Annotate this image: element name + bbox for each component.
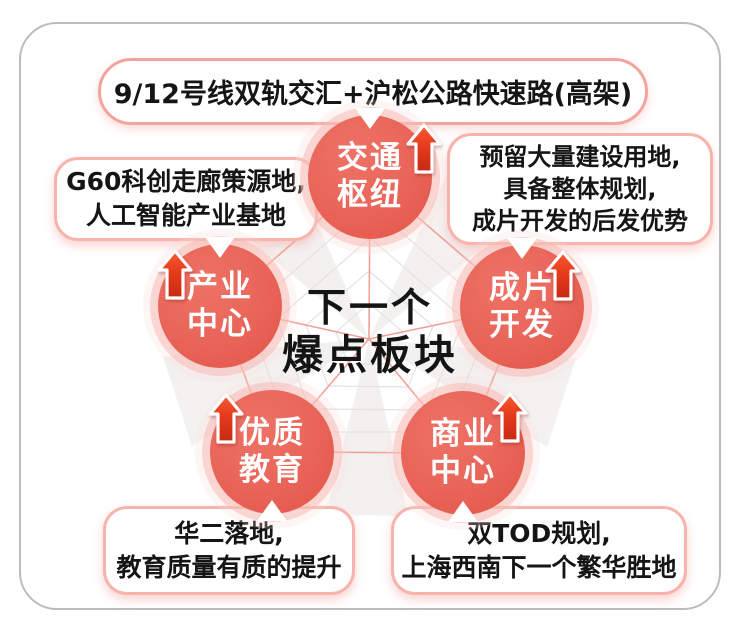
up-arrow-icon bbox=[406, 123, 442, 174]
up-arrow-icon bbox=[208, 393, 244, 444]
callout-industry-line: 人工智能产业基地 bbox=[85, 201, 286, 230]
callout-commerce-line: 双TOD规划, bbox=[467, 518, 611, 548]
notch-decoration bbox=[205, 237, 235, 258]
callout-development: 预留大量建设用地, 具备整体规划, 成片开发的后发优势 bbox=[447, 133, 713, 245]
up-arrow-icon bbox=[492, 392, 528, 443]
node-education-label: 优质 bbox=[239, 415, 305, 451]
callout-commerce: 双TOD规划, 上海西南下一个繁华胜地 bbox=[391, 506, 687, 595]
center-title-line2: 爆点板块 bbox=[282, 331, 458, 379]
center-title-line1: 下一个 bbox=[306, 286, 433, 331]
node-traffic-label: 交通 bbox=[337, 140, 403, 176]
callout-industry-line: G60科创走廊策源地, bbox=[66, 167, 306, 196]
up-arrow-icon bbox=[545, 250, 581, 301]
notch-decoration bbox=[355, 108, 385, 129]
center-title: 下一个 爆点板块 bbox=[195, 286, 545, 380]
node-education-label: 教育 bbox=[239, 452, 305, 488]
notch-decoration bbox=[507, 238, 537, 259]
notch-decoration bbox=[257, 500, 287, 521]
callout-industry: G60科创走廊策源地, 人工智能产业基地 bbox=[54, 157, 318, 241]
callout-development-line: 具备整体规划, bbox=[503, 175, 657, 203]
callout-education-line: 教育质量有质的提升 bbox=[116, 552, 342, 582]
callout-commerce-line: 上海西南下一个繁华胜地 bbox=[401, 552, 677, 582]
callout-development-line: 成片开发的后发优势 bbox=[472, 207, 688, 235]
notch-decoration bbox=[448, 501, 478, 522]
node-commerce-label: 中心 bbox=[430, 453, 496, 489]
banner-text: 9/12号线双轨交汇+沪松公路快速路(高架) bbox=[113, 79, 633, 110]
node-traffic-label: 枢纽 bbox=[337, 177, 403, 213]
node-commerce-label: 商业 bbox=[430, 416, 496, 452]
up-arrow-icon bbox=[157, 249, 193, 300]
callout-education-line: 华二落地, bbox=[174, 518, 284, 548]
callout-development-line: 预留大量建设用地, bbox=[479, 143, 681, 171]
callout-education: 华二落地, 教育质量有质的提升 bbox=[103, 506, 355, 595]
